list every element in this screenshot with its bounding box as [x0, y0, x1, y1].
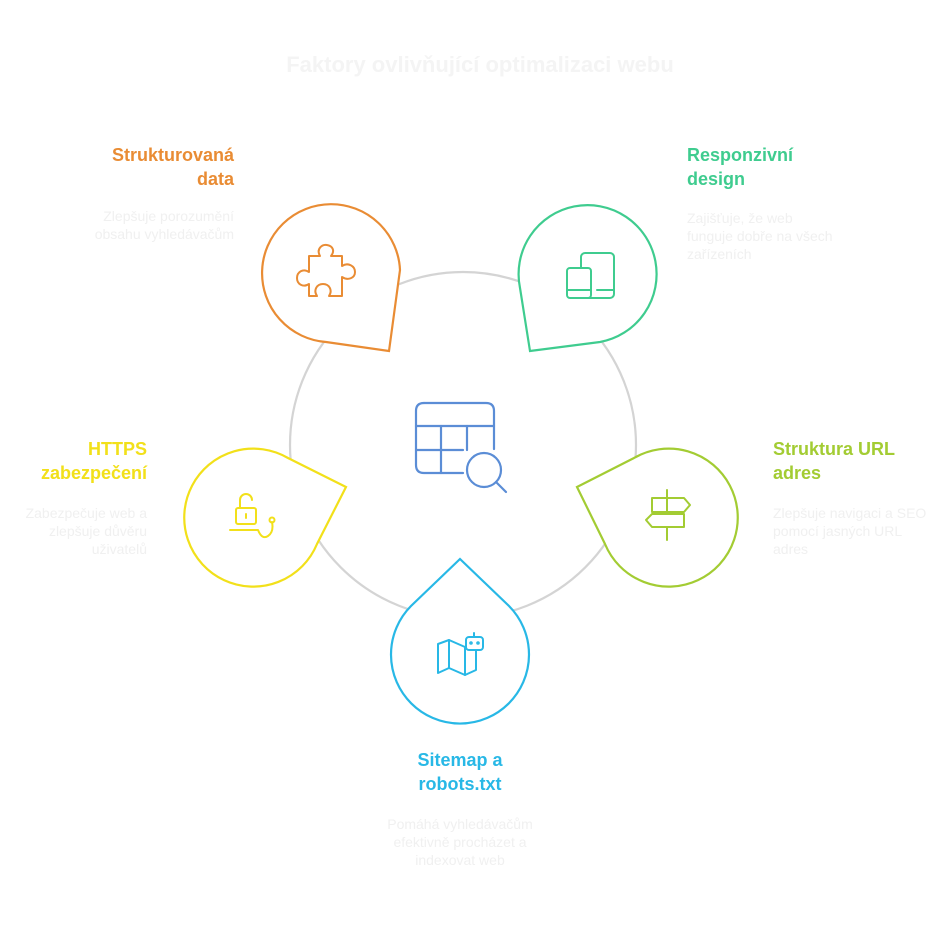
responsive-design-node [517, 204, 658, 353]
unlocked-padlock-icon [229, 493, 276, 539]
structured-data-pin [260, 203, 402, 353]
devices-icon [566, 252, 615, 299]
url-structure-heading: Struktura URL adres [773, 439, 896, 483]
sitemap-heading: Sitemap a robots.txt [417, 750, 503, 794]
https-heading: HTTPS zabezpečení [40, 439, 147, 483]
https-node [183, 447, 348, 588]
structured-data-description: Zlepšuje porozumění obsahu vyhledávačům [94, 208, 234, 242]
https-description: Zabezpečuje web a zlepšuje důvěru uživat… [25, 505, 147, 557]
structured-data-node [260, 203, 402, 353]
sitemap-pin [389, 557, 531, 725]
map-robot-icon [437, 632, 484, 676]
signpost-icon [645, 489, 691, 541]
url-structure-description: Zlepšuje navigaci a SEO pomocí jasných U… [773, 505, 927, 557]
puzzle-icon [296, 243, 356, 297]
sitemap-node [389, 557, 531, 725]
sitemap-description: Pomáhá vyhledávačům efektivně procházet … [387, 816, 533, 868]
diagram-title: Faktory ovlivňující optimalizaci webu [286, 52, 674, 77]
responsive-design-description: Zajišťuje, že web funguje dobře na všech… [687, 210, 833, 262]
https-pin [183, 447, 348, 588]
table-search-icon [414, 401, 508, 494]
responsive-design-heading: Responzivní design [687, 145, 794, 189]
structured-data-heading: Strukturovaná data [111, 145, 234, 189]
url-structure-node [575, 447, 739, 588]
